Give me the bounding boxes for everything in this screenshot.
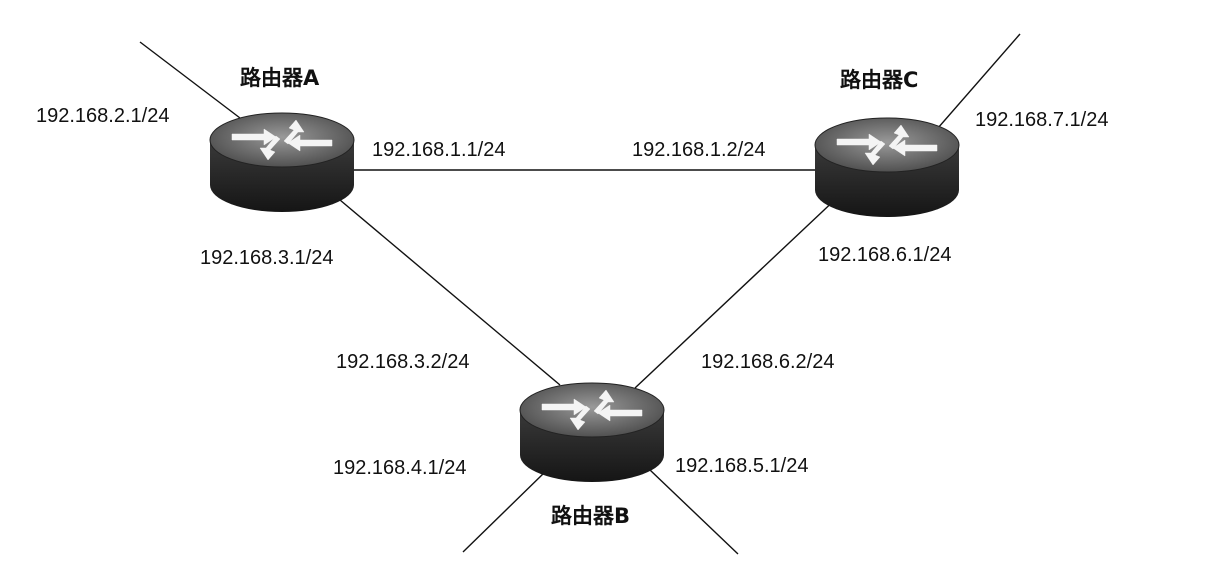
interface-b-to-a: 192.168.3.2/24	[336, 351, 470, 373]
interface-b-to-c: 192.168.6.2/24	[701, 351, 835, 373]
interface-a-to-c: 192.168.1.1/24	[372, 139, 506, 161]
link-c-lan	[937, 33, 1021, 129]
link-b-lan1	[462, 471, 546, 553]
link-a-lan	[139, 41, 241, 119]
interface-a-to-b: 192.168.3.1/24	[200, 247, 334, 269]
interface-b-lan1: 192.168.4.1/24	[333, 457, 467, 479]
interface-c-to-b: 192.168.6.1/24	[818, 244, 952, 266]
link-a-b	[339, 199, 561, 386]
interface-a-lan: 192.168.2.1/24	[36, 105, 170, 127]
link-c-b	[634, 194, 841, 389]
link-b-lan2	[649, 469, 739, 555]
interface-c-to-a: 192.168.1.2/24	[632, 139, 766, 161]
interface-c-lan: 192.168.7.1/24	[975, 109, 1109, 131]
router-b-icon[interactable]	[519, 382, 665, 483]
router-a-label: 路由器A	[240, 66, 320, 90]
router-c-icon[interactable]	[814, 117, 960, 218]
interface-b-lan2: 192.168.5.1/24	[675, 455, 809, 477]
router-c-label: 路由器C	[840, 68, 919, 92]
router-a-icon[interactable]	[209, 112, 355, 213]
router-b-label: 路由器B	[551, 504, 631, 528]
